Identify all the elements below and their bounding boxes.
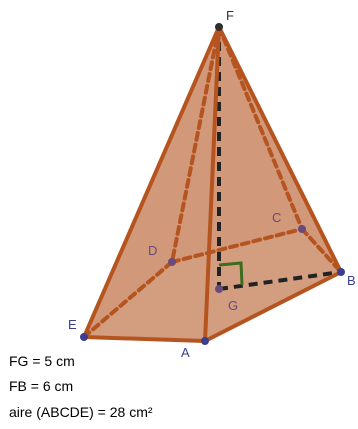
edge-EA bbox=[82, 335, 207, 343]
points bbox=[80, 23, 345, 345]
height-lines bbox=[217, 27, 342, 291]
point-D bbox=[168, 258, 176, 266]
edge-ED bbox=[82, 260, 174, 339]
edge-FA bbox=[203, 25, 221, 343]
label-E: E bbox=[68, 317, 77, 332]
point-A bbox=[201, 337, 209, 345]
label-G: G bbox=[228, 298, 238, 313]
edge-FE bbox=[82, 25, 221, 339]
edge-FB bbox=[217, 25, 343, 274]
segment-GB bbox=[218, 270, 342, 291]
edge-FD bbox=[170, 25, 221, 264]
info-fg: FG = 5 cm bbox=[9, 353, 75, 369]
label-F: F bbox=[226, 8, 234, 23]
point-E bbox=[80, 333, 88, 341]
info-area: aire (ABCDE) = 28 cm² bbox=[9, 404, 153, 420]
info-fb: FB = 6 cm bbox=[9, 378, 74, 394]
point-G bbox=[215, 285, 223, 293]
edge-CB bbox=[300, 227, 343, 274]
right-angle-mark bbox=[218, 261, 244, 286]
point-C bbox=[298, 225, 306, 233]
label-D: D bbox=[148, 243, 157, 258]
point-F bbox=[215, 23, 223, 31]
edge-FC bbox=[217, 25, 304, 231]
point-B bbox=[337, 268, 345, 276]
hidden-edges bbox=[82, 25, 343, 339]
base-face bbox=[84, 229, 341, 341]
label-B: B bbox=[347, 273, 356, 288]
edge-DC bbox=[170, 227, 304, 264]
edge-AB bbox=[203, 270, 343, 343]
visible-edges bbox=[82, 25, 343, 343]
label-C: C bbox=[272, 210, 281, 225]
point-labels: F A B C D E G bbox=[68, 8, 356, 360]
label-A: A bbox=[181, 345, 190, 360]
